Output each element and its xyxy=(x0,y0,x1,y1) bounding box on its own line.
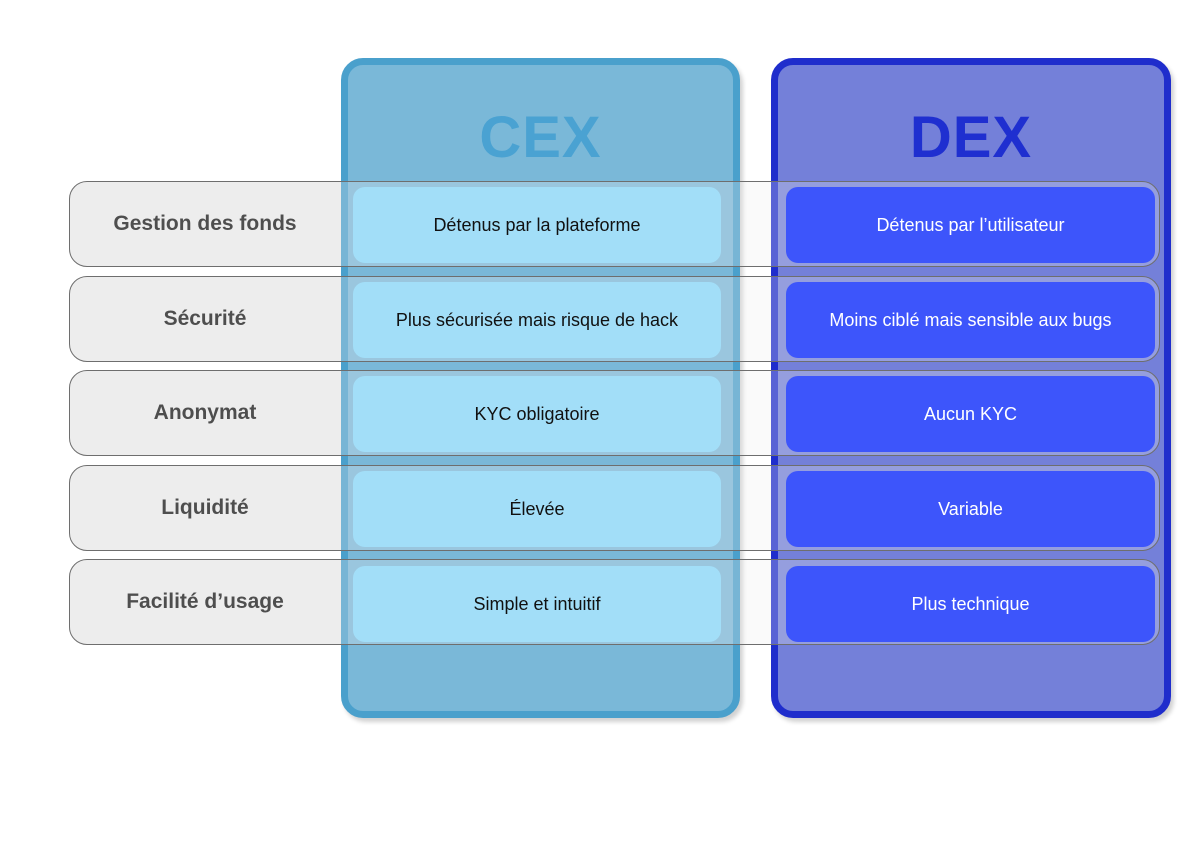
row-label-anonymat: Anonymat xyxy=(69,370,341,456)
dex-cell-anonymat: Aucun KYC xyxy=(786,376,1155,452)
cex-cell-liquidite: Élevée xyxy=(353,471,721,547)
cex-cell-gestion-des-fonds: Détenus par la plateforme xyxy=(353,187,721,263)
row-label-securite: Sécurité xyxy=(69,276,341,362)
dex-cell-securite: Moins ciblé mais sensible aux bugs xyxy=(786,282,1155,358)
row-label-liquidite: Liquidité xyxy=(69,465,341,551)
dex-cell-gestion-des-fonds: Détenus par l’utilisateur xyxy=(786,187,1155,263)
cex-cell-facilite-d-usage: Simple et intuitif xyxy=(353,566,721,642)
cex-title: CEX xyxy=(479,105,602,170)
cex-cell-anonymat: KYC obligatoire xyxy=(353,376,721,452)
dex-title: DEX xyxy=(909,105,1033,170)
row-label-gestion-des-fonds: Gestion des fonds xyxy=(69,181,341,267)
dex-cell-liquidite: Variable xyxy=(786,471,1155,547)
cex-cell-securite: Plus sécurisée mais risque de hack xyxy=(353,282,721,358)
dex-cell-facilite-d-usage: Plus technique xyxy=(786,566,1155,642)
row-label-facilite-d-usage: Facilité d’usage xyxy=(69,559,341,645)
